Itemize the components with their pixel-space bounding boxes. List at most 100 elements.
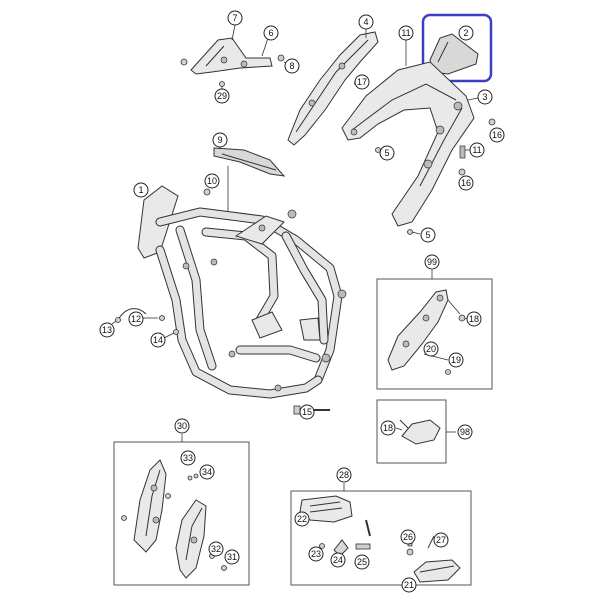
- washer-part-33[interactable]: [187, 475, 193, 481]
- washer-part-6[interactable]: [277, 54, 285, 62]
- callout-28[interactable]: 28: [336, 467, 352, 483]
- callout-30[interactable]: 30: [174, 418, 190, 434]
- callout-12[interactable]: 12: [128, 311, 144, 327]
- callout-11-top[interactable]: 11: [398, 25, 414, 41]
- callout-17[interactable]: 17: [354, 74, 370, 90]
- svg-text:32: 32: [211, 544, 221, 554]
- svg-text:19: 19: [451, 355, 461, 365]
- svg-text:21: 21: [404, 580, 414, 590]
- svg-text:13: 13: [102, 325, 112, 335]
- group-box-28: [290, 490, 472, 586]
- part-bracket-7[interactable]: [190, 37, 273, 75]
- washer-part-10[interactable]: [203, 188, 211, 196]
- part-2-bracket[interactable]: [429, 33, 479, 75]
- callout-20[interactable]: 20: [423, 341, 439, 357]
- callout-14[interactable]: 14: [150, 332, 166, 348]
- callout-3[interactable]: 3: [477, 89, 493, 105]
- svg-text:29: 29: [217, 91, 227, 101]
- svg-text:12: 12: [131, 314, 141, 324]
- callout-9[interactable]: 9: [212, 132, 228, 148]
- callout-25[interactable]: 25: [354, 554, 370, 570]
- callout-18-upper[interactable]: 18: [466, 311, 482, 327]
- bolt-part-7[interactable]: [180, 58, 188, 66]
- bolt-part-19[interactable]: [445, 369, 451, 375]
- part-subframe-3[interactable]: [341, 61, 475, 227]
- svg-text:3: 3: [482, 92, 487, 102]
- bolt-part-31[interactable]: [221, 565, 227, 571]
- callout-16-upper[interactable]: 16: [489, 127, 505, 143]
- callout-98[interactable]: 98: [457, 424, 473, 440]
- callout-26[interactable]: 26: [400, 529, 416, 545]
- callout-4[interactable]: 4: [358, 14, 374, 30]
- callout-5-lower[interactable]: 5: [420, 227, 436, 243]
- callout-10[interactable]: 10: [204, 173, 220, 189]
- callout-2[interactable]: 2: [458, 25, 474, 41]
- callout-19[interactable]: 19: [448, 352, 464, 368]
- svg-text:18: 18: [469, 314, 479, 324]
- callout-32[interactable]: 32: [208, 541, 224, 557]
- bolt-part-30-left[interactable]: [121, 515, 127, 521]
- part-frame-guard-right[interactable]: [175, 499, 207, 579]
- svg-text:26: 26: [403, 532, 413, 542]
- callout-22[interactable]: 22: [294, 511, 310, 527]
- svg-text:5: 5: [384, 148, 389, 158]
- svg-text:20: 20: [426, 344, 436, 354]
- callout-1[interactable]: 1: [133, 182, 149, 198]
- callout-11-lower[interactable]: 11: [469, 142, 485, 158]
- bolt-part-18-upper[interactable]: [458, 314, 466, 322]
- svg-text:24: 24: [333, 555, 343, 565]
- svg-text:99: 99: [427, 257, 437, 267]
- pin-part-25[interactable]: [355, 543, 371, 550]
- part-main-frame-1[interactable]: [137, 185, 347, 399]
- hose-part-13[interactable]: [117, 308, 147, 321]
- callout-29[interactable]: 29: [214, 88, 230, 104]
- part-subframe-left-4[interactable]: [287, 31, 379, 146]
- callout-24[interactable]: 24: [330, 552, 346, 568]
- callout-5-upper[interactable]: 5: [379, 145, 395, 161]
- callout-6[interactable]: 6: [263, 25, 279, 41]
- callout-13[interactable]: 13: [99, 322, 115, 338]
- callout-34[interactable]: 34: [199, 464, 215, 480]
- svg-text:2: 2: [463, 28, 468, 38]
- svg-text:5: 5: [425, 230, 430, 240]
- svg-text:9: 9: [217, 135, 222, 145]
- callout-27[interactable]: 27: [433, 532, 449, 548]
- svg-text:98: 98: [460, 427, 470, 437]
- part-plate-9[interactable]: [213, 147, 286, 177]
- part-frame-guard-left[interactable]: [133, 459, 167, 553]
- callout-15[interactable]: 15: [299, 404, 315, 420]
- bolt-part-14[interactable]: [173, 329, 179, 335]
- rivet-part-11-lower[interactable]: [459, 145, 466, 159]
- bolt-part-30-mid[interactable]: [165, 493, 171, 499]
- callout-31[interactable]: 31: [224, 549, 240, 565]
- pin-part-28[interactable]: [365, 519, 371, 537]
- callout-8[interactable]: 8: [284, 58, 300, 74]
- svg-text:1: 1: [138, 185, 143, 195]
- callout-7[interactable]: 7: [227, 10, 243, 26]
- svg-text:10: 10: [207, 176, 217, 186]
- part-98-clip[interactable]: [399, 419, 441, 445]
- nut-part-16-upper[interactable]: [488, 118, 496, 126]
- bolt-part-5-lower[interactable]: [407, 229, 413, 235]
- group-box-30: [113, 441, 250, 586]
- svg-text:27: 27: [436, 535, 446, 545]
- washer-part-23[interactable]: [319, 543, 325, 549]
- pin-part-27[interactable]: [427, 535, 435, 549]
- svg-text:28: 28: [339, 470, 349, 480]
- svg-text:14: 14: [153, 335, 163, 345]
- nut-part-34[interactable]: [193, 473, 199, 479]
- callout-21[interactable]: 21: [401, 577, 417, 593]
- callout-33[interactable]: 33: [180, 450, 196, 466]
- callout-18-lower[interactable]: 18: [380, 420, 396, 436]
- svg-text:23: 23: [311, 549, 321, 559]
- callout-16-lower[interactable]: 16: [458, 175, 474, 191]
- svg-text:33: 33: [183, 453, 193, 463]
- bolt-part-29[interactable]: [219, 81, 225, 87]
- callout-23[interactable]: 23: [308, 546, 324, 562]
- callout-99[interactable]: 99: [424, 254, 440, 270]
- part-footpeg-21[interactable]: [413, 559, 461, 583]
- svg-text:31: 31: [227, 552, 237, 562]
- nut-part-16-lower[interactable]: [458, 168, 466, 176]
- clamp-part-12[interactable]: [159, 315, 165, 321]
